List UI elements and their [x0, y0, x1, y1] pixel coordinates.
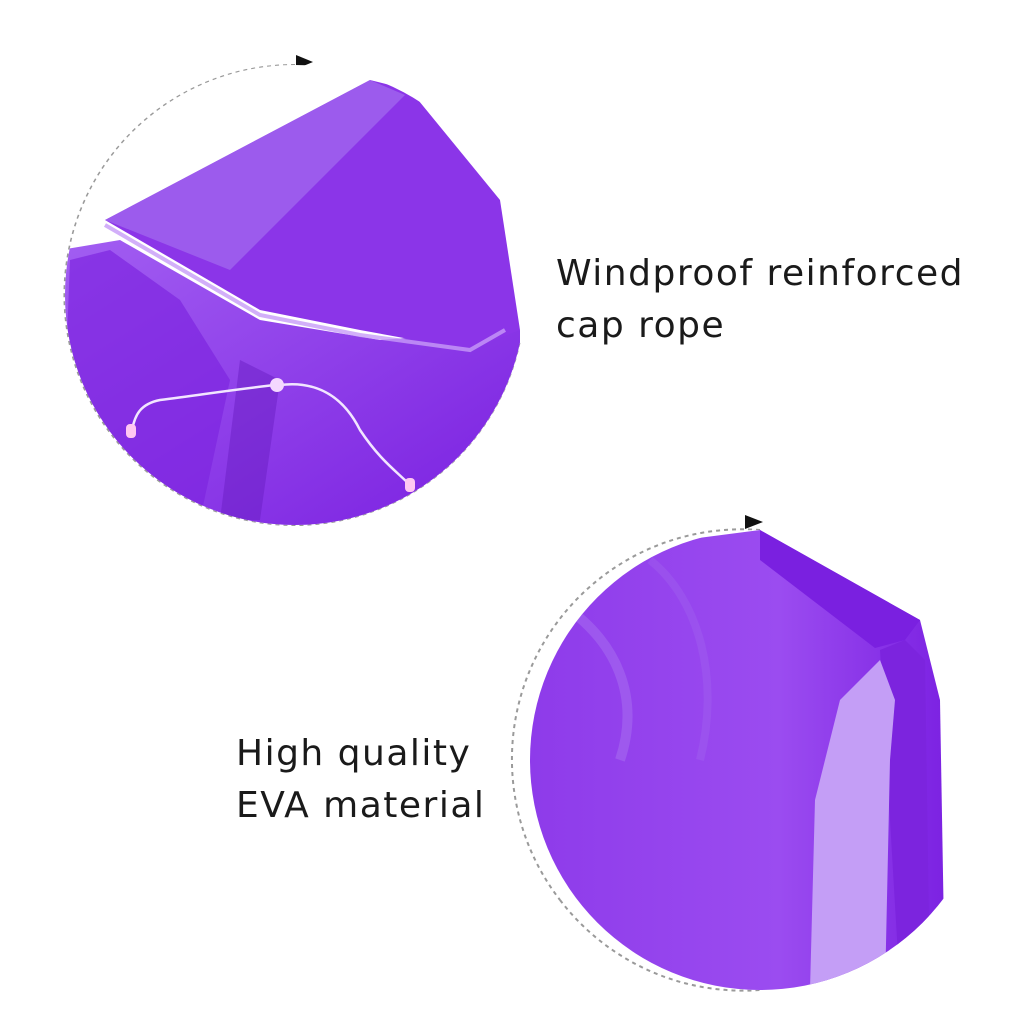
- feature-caption-material: High quality EVA material: [236, 728, 556, 832]
- caption-line: Windproof reinforced: [556, 253, 964, 294]
- orbit-2: [510, 515, 763, 992]
- caption-line: EVA material: [236, 785, 486, 826]
- hood-closeup-image: [65, 65, 525, 525]
- caption-line: High quality: [236, 733, 472, 774]
- material-closeup-image: [530, 530, 990, 990]
- caption-line: cap rope: [556, 305, 726, 346]
- feature-caption-windproof: Windproof reinforced cap rope: [556, 248, 996, 352]
- arrow-icon: [745, 515, 763, 529]
